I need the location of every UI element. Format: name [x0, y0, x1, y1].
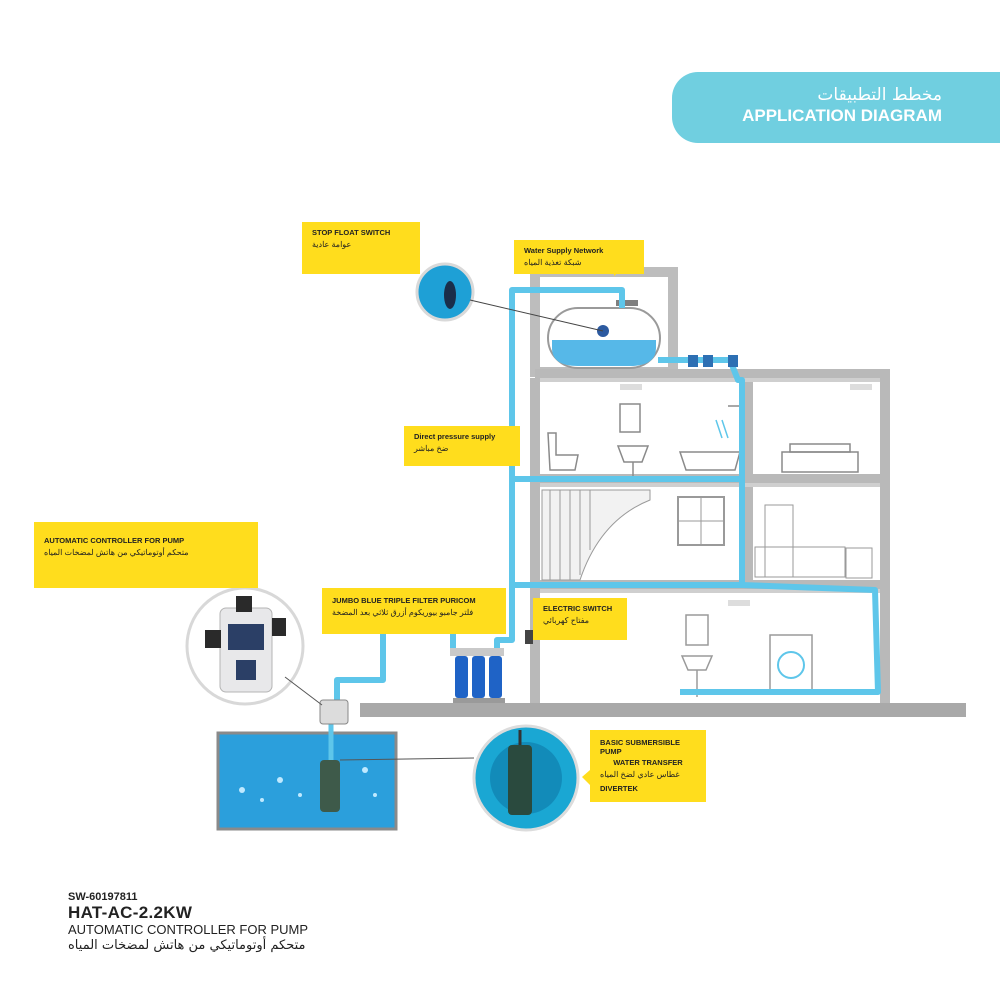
- callout-auto-controller-en: AUTOMATIC CONTROLLER FOR PUMP: [44, 536, 185, 545]
- callout-submersible-brand: DIVERTEK: [600, 784, 638, 793]
- callout-water-supply-en: Water Supply Network: [524, 246, 604, 255]
- callout-stop-float-en: STOP FLOAT SWITCH: [312, 228, 391, 237]
- floor-slab: [540, 378, 880, 382]
- ground-floor-fixtures: [680, 600, 813, 697]
- callout-direct-pressure-en: Direct pressure supply: [414, 432, 496, 441]
- callout-jumbo-filter: JUMBO BLUE TRIPLE FILTER PURICOM فلتر جا…: [322, 588, 506, 634]
- header-title-en: APPLICATION DIAGRAM: [742, 106, 942, 125]
- callout-electric-switch-ar: مفتاح كهربائي: [543, 616, 590, 625]
- product-model: HAT-AC-2.2KW: [68, 903, 193, 922]
- controller-circle: [185, 586, 323, 706]
- controller-small: [319, 699, 349, 725]
- underground-tank: [216, 706, 398, 831]
- callout-submersible-en1: BASIC SUBMERSIBLE PUMP: [600, 738, 681, 756]
- electric-switch-box: [525, 630, 533, 644]
- callout-jumbo-filter-ar: فلتر جامبو بيوريكوم أزرق ثلاثي بعد المضخ…: [332, 608, 474, 617]
- callout-auto-controller-ar: متحكم أوتوماتيكي من هاتش لمضخات المياه: [44, 548, 189, 557]
- ground-slab: [360, 703, 966, 717]
- callout-submersible-en2: WATER TRANSFER: [613, 758, 683, 767]
- triple-filter: [450, 648, 505, 703]
- callout-auto-controller: AUTOMATIC CONTROLLER FOR PUMP متحكم أوتو…: [34, 522, 258, 588]
- callout-submersible-ar: غطاس عادي لضخ المياه: [600, 770, 680, 779]
- header-title-ar: مخطط التطبيقات: [817, 85, 942, 105]
- callout-water-supply: Water Supply Network شبكة تغذية المياه: [514, 240, 644, 274]
- product-code: SW-60197811: [68, 891, 138, 903]
- floor-slab: [540, 589, 880, 593]
- callout-direct-pressure: Direct pressure supply ضخ مباشر: [404, 426, 520, 466]
- header-banner: [672, 72, 1000, 143]
- callout-jumbo-filter-en: JUMBO BLUE TRIPLE FILTER PURICOM: [332, 596, 476, 605]
- callout-stop-float-switch: STOP FLOAT SWITCH عوامة عادية: [302, 222, 420, 274]
- float-switch-circle: [415, 262, 604, 332]
- product-name-en: AUTOMATIC CONTROLLER FOR PUMP: [68, 922, 309, 937]
- submersible-circle: [339, 724, 580, 832]
- floor-slab: [540, 483, 880, 487]
- roof-water-tank: [547, 300, 661, 369]
- callout-submersible-pump: BASIC SUBMERSIBLE PUMP WATER TRANSFER غط…: [590, 730, 706, 802]
- middle-floor-fixtures: [541, 489, 873, 581]
- callout-water-supply-ar: شبكة تغذية المياه: [524, 258, 582, 267]
- top-floor-fixtures: [547, 384, 872, 476]
- callout-electric-switch: ELECTRIC SWITCH مفتاح كهربائي: [533, 598, 627, 640]
- callout-stop-float-ar: عوامة عادية: [312, 240, 352, 249]
- callout-direct-pressure-ar: ضخ مباشر: [414, 444, 449, 453]
- callout-electric-switch-en: ELECTRIC SWITCH: [543, 604, 613, 613]
- pipe-valves: [688, 355, 738, 367]
- product-name-ar: متحكم أوتوماتيكي من هاتش لمضخات المياه: [68, 938, 306, 953]
